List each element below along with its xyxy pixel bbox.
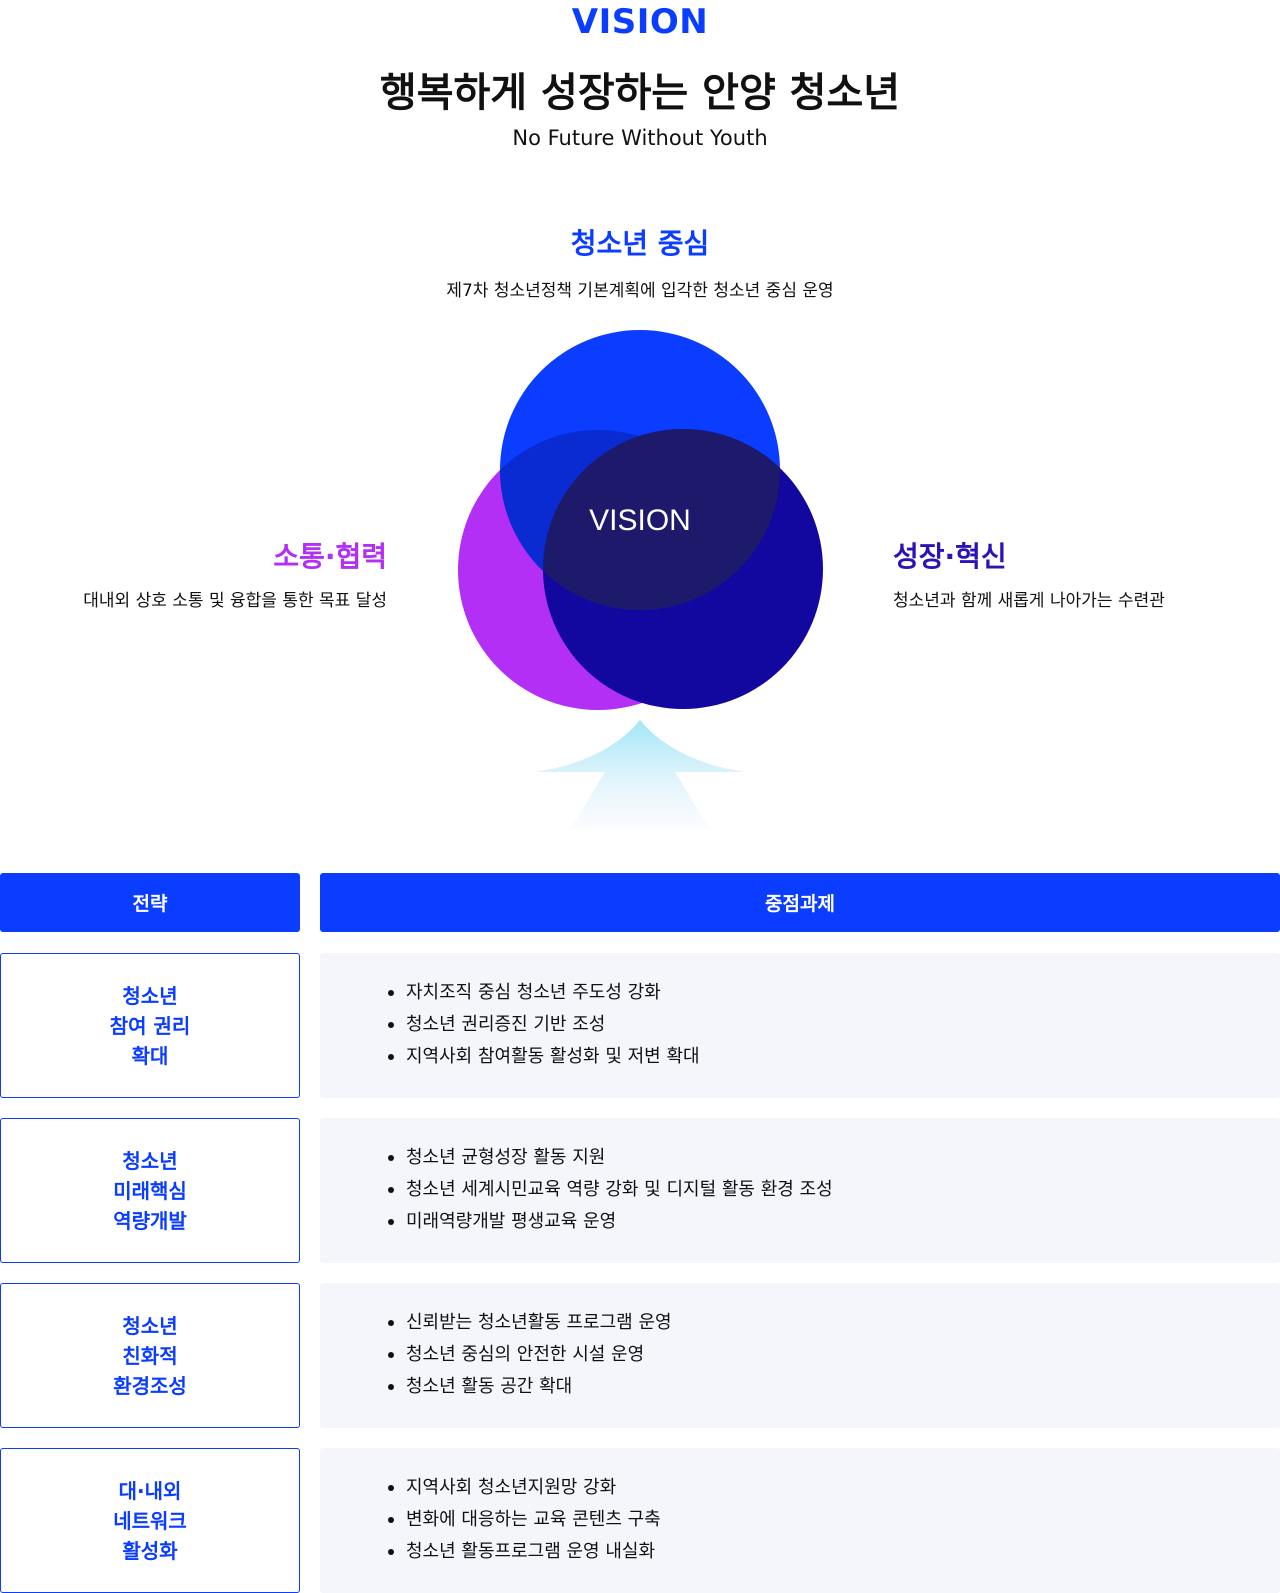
task-text: 청소년 활동 공간 확대: [406, 1376, 573, 1397]
task-text: 지역사회 청소년지원망 강화: [406, 1477, 617, 1498]
pillar-left-title: 소통·협력: [273, 540, 387, 573]
bullet-icon: [388, 1022, 394, 1028]
task-item: 청소년 권리증진 기반 조성: [386, 1009, 700, 1041]
task-text: 청소년 권리증진 기반 조성: [406, 1014, 606, 1035]
task-text: 청소년 균형성장 활동 지원: [406, 1147, 606, 1168]
task-list: 신뢰받는 청소년활동 프로그램 운영 청소년 중심의 안전한 시설 운영 청소년…: [386, 1307, 672, 1403]
bullet-icon: [388, 1187, 394, 1193]
task-list: 자치조직 중심 청소년 주도성 강화 청소년 권리증진 기반 조성 지역사회 참…: [386, 977, 700, 1073]
growth-arrow-icon: [532, 720, 748, 830]
bullet-icon: [388, 990, 394, 996]
task-item: 청소년 활동 공간 확대: [386, 1371, 672, 1403]
task-text: 청소년 중심의 안전한 시설 운영: [406, 1344, 645, 1365]
strategy-label: 대·내외 네트워크 활성화: [113, 1478, 187, 1563]
task-text: 청소년 세계시민교육 역량 강화 및 디지털 활동 환경 조성: [406, 1179, 833, 1200]
task-text: 신뢰받는 청소년활동 프로그램 운영: [406, 1312, 672, 1333]
vision-venn-diagram: VISION: [458, 330, 823, 830]
task-item: 지역사회 청소년지원망 강화: [386, 1472, 661, 1504]
pillar-right-title: 성장·혁신: [893, 540, 1007, 573]
task-item: 자치조직 중심 청소년 주도성 강화: [386, 977, 700, 1009]
page-title: 행복하게 성장하는 안양 청소년: [379, 70, 901, 116]
tasks-column-header: 중점과제: [320, 873, 1280, 932]
strategy-column-header: 전략: [0, 873, 300, 932]
pillar-top-desc: 제7차 청소년정책 기본계획에 입각한 청소년 중심 운영: [446, 281, 834, 301]
page-subtitle: No Future Without Youth: [512, 126, 768, 150]
tasks-cell: 자치조직 중심 청소년 주도성 강화 청소년 권리증진 기반 조성 지역사회 참…: [320, 953, 1280, 1098]
task-list: 지역사회 청소년지원망 강화 변화에 대응하는 교육 콘텐츠 구축 청소년 활동…: [386, 1472, 661, 1568]
bullet-icon: [388, 1320, 394, 1326]
pillar-right-desc: 청소년과 함께 새롭게 나아가는 수련관: [893, 591, 1165, 611]
pillar-top-title: 청소년 중심: [570, 227, 710, 260]
venn-center-label: VISION: [589, 504, 691, 537]
task-item: 청소년 세계시민교육 역량 강화 및 디지털 활동 환경 조성: [386, 1174, 833, 1206]
task-item: 청소년 중심의 안전한 시설 운영: [386, 1339, 672, 1371]
tasks-cell: 신뢰받는 청소년활동 프로그램 운영 청소년 중심의 안전한 시설 운영 청소년…: [320, 1283, 1280, 1428]
task-list: 청소년 균형성장 활동 지원 청소년 세계시민교육 역량 강화 및 디지털 활동…: [386, 1142, 833, 1238]
bullet-icon: [388, 1219, 394, 1225]
pillar-left-desc: 대내외 상호 소통 및 융합을 통한 목표 달성: [83, 591, 387, 611]
task-item: 지역사회 참여활동 활성화 및 저변 확대: [386, 1041, 700, 1073]
strategy-label: 청소년 친화적 환경조성: [113, 1313, 187, 1398]
tasks-cell: 지역사회 청소년지원망 강화 변화에 대응하는 교육 콘텐츠 구축 청소년 활동…: [320, 1448, 1280, 1593]
task-text: 미래역량개발 평생교육 운영: [406, 1211, 617, 1232]
bullet-icon: [388, 1352, 394, 1358]
strategy-label: 청소년 미래핵심 역량개발: [113, 1148, 187, 1233]
bullet-icon: [388, 1485, 394, 1491]
strategy-cell: 청소년 친화적 환경조성: [0, 1283, 300, 1428]
bullet-icon: [388, 1155, 394, 1161]
bullet-icon: [388, 1384, 394, 1390]
strategy-cell: 청소년 참여 권리 확대: [0, 953, 300, 1098]
bullet-icon: [388, 1054, 394, 1060]
tasks-cell: 청소년 균형성장 활동 지원 청소년 세계시민교육 역량 강화 및 디지털 활동…: [320, 1118, 1280, 1263]
vision-label: VISION: [571, 2, 709, 42]
task-text: 자치조직 중심 청소년 주도성 강화: [406, 982, 661, 1003]
task-item: 청소년 균형성장 활동 지원: [386, 1142, 833, 1174]
task-item: 청소년 활동프로그램 운영 내실화: [386, 1536, 661, 1568]
bullet-icon: [388, 1549, 394, 1555]
bullet-icon: [388, 1517, 394, 1523]
venn-overlap-top-left-right: [543, 429, 780, 610]
task-text: 변화에 대응하는 교육 콘텐츠 구축: [406, 1509, 661, 1530]
task-item: 미래역량개발 평생교육 운영: [386, 1206, 833, 1238]
strategy-label: 청소년 참여 권리 확대: [109, 983, 191, 1068]
strategy-cell: 청소년 미래핵심 역량개발: [0, 1118, 300, 1263]
strategy-cell: 대·내외 네트워크 활성화: [0, 1448, 300, 1593]
task-text: 청소년 활동프로그램 운영 내실화: [406, 1541, 656, 1562]
task-item: 변화에 대응하는 교육 콘텐츠 구축: [386, 1504, 661, 1536]
task-item: 신뢰받는 청소년활동 프로그램 운영: [386, 1307, 672, 1339]
task-text: 지역사회 참여활동 활성화 및 저변 확대: [406, 1046, 700, 1067]
